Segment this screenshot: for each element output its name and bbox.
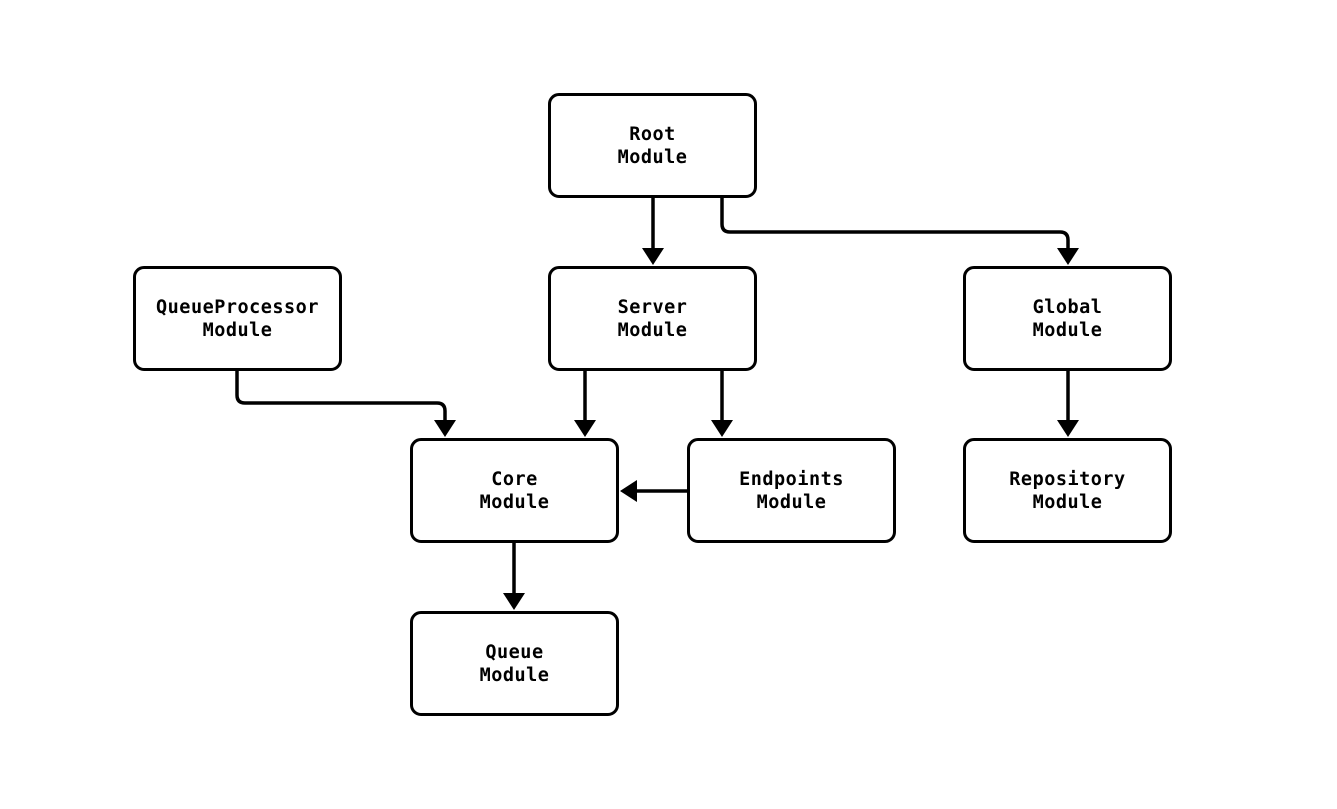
edge-lines bbox=[235, 198, 1070, 595]
arrowhead-global-to-repository-icon bbox=[1057, 420, 1079, 437]
arrowhead-queueprocessor-to-core-icon bbox=[434, 420, 456, 437]
arrowheads bbox=[434, 248, 1079, 610]
node-core-module-label: Core Module bbox=[479, 468, 550, 513]
arrowhead-server-to-endpoints-icon bbox=[711, 420, 733, 437]
arrowhead-core-to-queue-icon bbox=[503, 593, 525, 610]
node-global-module-label: Global Module bbox=[1032, 296, 1103, 341]
arrowhead-root-to-global-icon bbox=[1057, 248, 1079, 265]
node-repository-module: Repository Module bbox=[963, 438, 1172, 543]
node-root-module: Root Module bbox=[548, 93, 757, 198]
node-global-module: Global Module bbox=[963, 266, 1172, 371]
node-queue-module-label: Queue Module bbox=[479, 641, 550, 686]
node-queue-module: Queue Module bbox=[410, 611, 619, 716]
arrowhead-server-to-core-icon bbox=[574, 420, 596, 437]
node-root-module-label: Root Module bbox=[617, 123, 688, 168]
arrowhead-root-to-server-icon bbox=[642, 248, 664, 265]
node-server-module-label: Server Module bbox=[617, 296, 688, 341]
node-queueprocessor-module: QueueProcessor Module bbox=[133, 266, 342, 371]
node-endpoints-module-label: Endpoints Module bbox=[739, 468, 844, 513]
arrowhead-endpoints-to-core-icon bbox=[620, 480, 637, 502]
node-queueprocessor-module-label: QueueProcessor Module bbox=[156, 296, 319, 341]
edge-root-to-global bbox=[720, 198, 1070, 250]
node-core-module: Core Module bbox=[410, 438, 619, 543]
node-endpoints-module: Endpoints Module bbox=[687, 438, 896, 543]
node-repository-module-label: Repository Module bbox=[1009, 468, 1126, 513]
node-server-module: Server Module bbox=[548, 266, 757, 371]
edge-queueprocessor-to-core bbox=[235, 371, 447, 422]
